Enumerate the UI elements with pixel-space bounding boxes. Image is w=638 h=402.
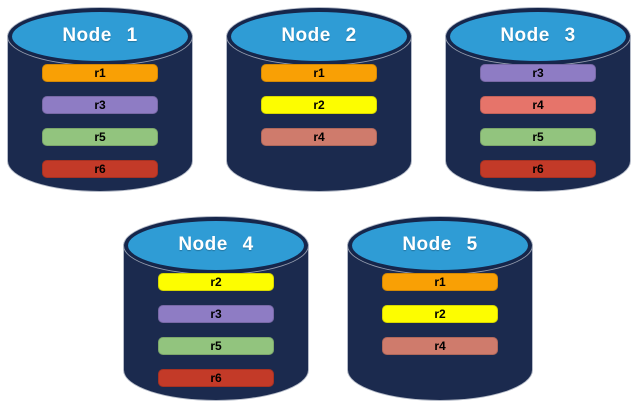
node-1-cylinder-top: Node 1 — [8, 8, 192, 65]
replica-label: r2 — [210, 275, 222, 289]
replica-label: r4 — [532, 98, 544, 112]
node-1-replica-list: r1 r3 r5 r6 — [8, 64, 192, 178]
node-5-cylinder-top: Node 5 — [348, 217, 532, 274]
replica-label: r1 — [434, 275, 446, 289]
node-4-replica-list: r2 r3 r5 r6 — [124, 273, 308, 387]
node-3-title: Node 3 — [500, 24, 576, 46]
replica-bar-r6: r6 — [42, 160, 158, 178]
replica-label: r3 — [210, 307, 222, 321]
replica-bar-r3: r3 — [42, 96, 158, 114]
replica-label: r5 — [94, 130, 106, 144]
node-5-cylinder: Node 5 r1 r2 r4 — [348, 217, 532, 400]
node-3-cylinder-top: Node 3 — [446, 8, 630, 65]
replica-bar-r5: r5 — [42, 128, 158, 146]
replica-bar-r3: r3 — [158, 305, 274, 323]
replica-label: r4 — [313, 130, 325, 144]
replica-label: r5 — [532, 130, 544, 144]
replica-bar-r5: r5 — [480, 128, 596, 146]
replica-bar-r2: r2 — [382, 305, 498, 323]
replica-bar-r2: r2 — [261, 96, 377, 114]
node-1-cylinder: Node 1 r1 r3 r5 r6 — [8, 8, 192, 191]
node-5-title: Node 5 — [402, 233, 478, 255]
replica-label: r6 — [532, 162, 544, 176]
replica-bar-r5: r5 — [158, 337, 274, 355]
replica-label: r6 — [210, 371, 222, 385]
replica-bar-r1: r1 — [382, 273, 498, 291]
replica-label: r3 — [532, 66, 544, 80]
replica-bar-r4: r4 — [261, 128, 377, 146]
replica-label: r1 — [94, 66, 106, 80]
replica-label: r5 — [210, 339, 222, 353]
replica-bar-r1: r1 — [261, 64, 377, 82]
node-4-title: Node 4 — [178, 233, 254, 255]
replica-label: r1 — [313, 66, 325, 80]
replica-bar-r4: r4 — [480, 96, 596, 114]
replica-bar-r6: r6 — [480, 160, 596, 178]
node-3-cylinder: Node 3 r3 r4 r5 r6 — [446, 8, 630, 191]
replica-bar-r6: r6 — [158, 369, 274, 387]
node-1-title: Node 1 — [62, 24, 138, 46]
node-3-replica-list: r3 r4 r5 r6 — [446, 64, 630, 178]
replica-bar-r4: r4 — [382, 337, 498, 355]
node-5-replica-list: r1 r2 r4 — [348, 273, 532, 355]
replica-label: r2 — [313, 98, 325, 112]
node-2-title: Node 2 — [281, 24, 357, 46]
node-4-cylinder-top: Node 4 — [124, 217, 308, 274]
node-4-cylinder: Node 4 r2 r3 r5 r6 — [124, 217, 308, 400]
replica-label: r4 — [434, 339, 446, 353]
replica-bar-r1: r1 — [42, 64, 158, 82]
replica-label: r3 — [94, 98, 106, 112]
replica-label: r6 — [94, 162, 106, 176]
replica-bar-r3: r3 — [480, 64, 596, 82]
replica-bar-r2: r2 — [158, 273, 274, 291]
node-2-cylinder: Node 2 r1 r2 r4 — [227, 8, 411, 191]
node-2-cylinder-top: Node 2 — [227, 8, 411, 65]
replica-label: r2 — [434, 307, 446, 321]
node-2-replica-list: r1 r2 r4 — [227, 64, 411, 146]
